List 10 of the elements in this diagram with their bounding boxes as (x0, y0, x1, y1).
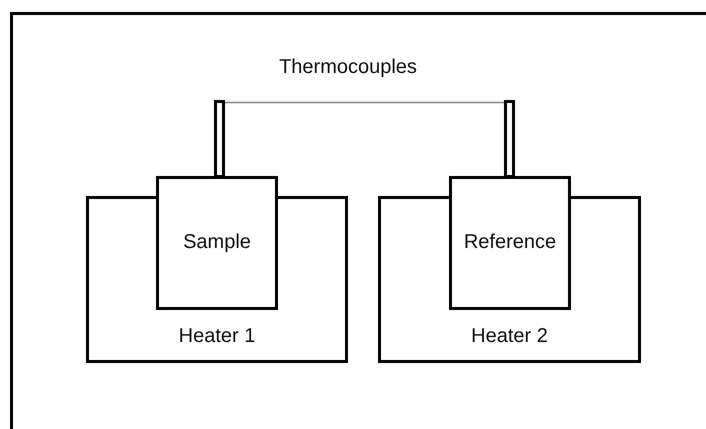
thermocouple-bar (504, 100, 515, 178)
connecting-wire (225, 102, 504, 104)
heater-label: Heater 2 (471, 325, 548, 348)
crucible-box (449, 176, 571, 310)
thermocouple-bar (214, 100, 225, 178)
thermocouples-label: Thermocouples (279, 56, 417, 79)
crucible-label: Reference (464, 231, 556, 254)
crucible-box (156, 176, 278, 310)
heater-label: Heater 1 (178, 325, 256, 348)
crucible-label: Sample (183, 231, 251, 254)
